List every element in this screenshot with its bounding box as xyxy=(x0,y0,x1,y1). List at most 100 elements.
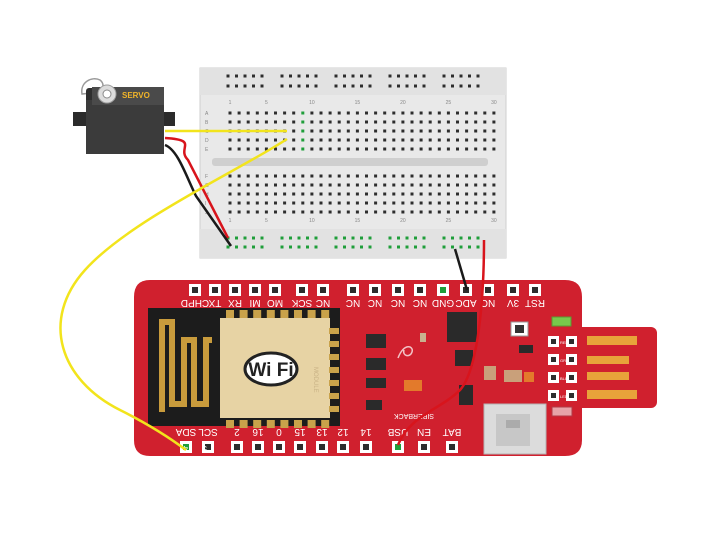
breadboard-hole xyxy=(456,120,459,124)
header-pin-hole xyxy=(183,444,189,450)
breadboard-hole xyxy=(365,174,368,178)
rail-hole xyxy=(422,236,426,240)
jst-connector-inner xyxy=(496,414,530,446)
rail-hole xyxy=(360,245,363,249)
breadboard-hole xyxy=(410,192,414,196)
breadboard-hole xyxy=(419,183,423,187)
rail-hole xyxy=(451,74,454,78)
header-pin-hole xyxy=(252,287,258,293)
rail-hole xyxy=(260,245,264,249)
breadboard-hole xyxy=(310,138,314,142)
rail-hole xyxy=(289,245,292,249)
breadboard-hole xyxy=(346,210,350,214)
breadboard-hole xyxy=(237,174,241,178)
breadboard-hole xyxy=(437,138,441,142)
breadboard-hole xyxy=(246,147,250,151)
header-pin-label: NC xyxy=(316,297,330,308)
breadboard-hole xyxy=(301,138,305,142)
breadboard-hole xyxy=(419,120,423,124)
wifi-logo-ellipse xyxy=(243,351,299,387)
header-pin-label: ADC xyxy=(455,297,476,308)
header-pin-hole xyxy=(485,287,491,293)
rail-hole xyxy=(351,245,355,249)
breadboard-hole xyxy=(374,210,378,214)
breadboard-hole xyxy=(392,129,396,133)
rail-hole xyxy=(476,236,480,240)
breadboard-hole xyxy=(446,129,450,133)
module-side-text: MODULE xyxy=(312,367,318,393)
breadboard-hole xyxy=(483,174,487,178)
breadboard-hole xyxy=(355,174,359,178)
breadboard-column-label: 5 xyxy=(265,100,268,106)
rail-hole xyxy=(343,84,346,88)
breadboard-column-label: 25 xyxy=(446,218,452,224)
breadboard-hole xyxy=(492,210,496,214)
module-pad xyxy=(226,310,234,318)
module-pad xyxy=(239,310,248,318)
rail-hole xyxy=(235,236,238,240)
rail-hole xyxy=(388,236,392,240)
breadboard-hole xyxy=(465,111,469,115)
header-pin-label: EN xyxy=(417,426,431,437)
ic-regulator xyxy=(366,334,386,348)
breadboard-hole xyxy=(374,174,378,178)
breadboard-column-label: 5 xyxy=(265,218,268,224)
rail-hole xyxy=(422,245,426,249)
breadboard-hole xyxy=(237,138,241,142)
breadboard-hole xyxy=(428,174,432,178)
breadboard-hole xyxy=(446,174,450,178)
breadboard-hole xyxy=(428,111,432,115)
breadboard-hole xyxy=(483,111,487,115)
breadboard-hole xyxy=(401,120,405,124)
breadboard-hole xyxy=(392,183,396,187)
breadboard-hole xyxy=(392,138,396,142)
rail-hole xyxy=(422,74,426,78)
rail-hole xyxy=(343,74,346,78)
pin-number-5: 5 xyxy=(202,444,207,454)
breadboard-hole xyxy=(228,138,232,142)
rail-hole xyxy=(297,84,301,88)
header-pin-label: 2 xyxy=(234,426,240,437)
header-pin-label: SCL xyxy=(198,426,218,437)
rail-hole xyxy=(334,245,338,249)
breadboard-hole xyxy=(301,210,305,214)
breadboard-hole xyxy=(419,138,423,142)
breadboard-hole xyxy=(428,192,432,196)
header-pin-hole xyxy=(417,287,423,293)
breadboard-hole xyxy=(419,192,423,196)
header-pin-hole xyxy=(234,444,240,450)
breadboard-hole xyxy=(437,147,441,151)
breadboard-hole xyxy=(456,210,459,214)
breadboard-hole xyxy=(492,147,496,151)
rail-hole xyxy=(306,245,309,249)
breadboard-hole xyxy=(446,183,450,187)
breadboard-hole xyxy=(492,120,496,124)
header-pin-hole xyxy=(363,444,369,450)
breadboard-hole xyxy=(465,201,469,205)
rail-hole xyxy=(405,236,409,240)
usb-contacts xyxy=(587,336,637,399)
rail-hole xyxy=(451,84,454,88)
breadboard-hole xyxy=(374,120,378,124)
ic-sot-2 xyxy=(459,385,473,405)
rail-hole xyxy=(306,74,309,78)
breadboard-hole xyxy=(374,111,378,115)
rail-hole xyxy=(297,245,301,249)
rail-hole xyxy=(351,84,355,88)
breadboard-hole xyxy=(428,183,432,187)
breadboard-hole xyxy=(456,201,459,205)
breadboard-hole xyxy=(337,183,341,187)
breadboard-hole xyxy=(328,138,332,142)
breadboard-column-label: 1 xyxy=(229,100,232,106)
header-pin-hole xyxy=(421,444,427,450)
rail-hole xyxy=(368,236,372,240)
led-label: GRN xyxy=(560,358,569,363)
wifi-module-pads xyxy=(226,310,339,428)
module-pad xyxy=(329,393,339,399)
breadboard-hole xyxy=(428,147,432,151)
breadboard-hole xyxy=(419,147,423,151)
breadboard-hole xyxy=(428,201,432,205)
